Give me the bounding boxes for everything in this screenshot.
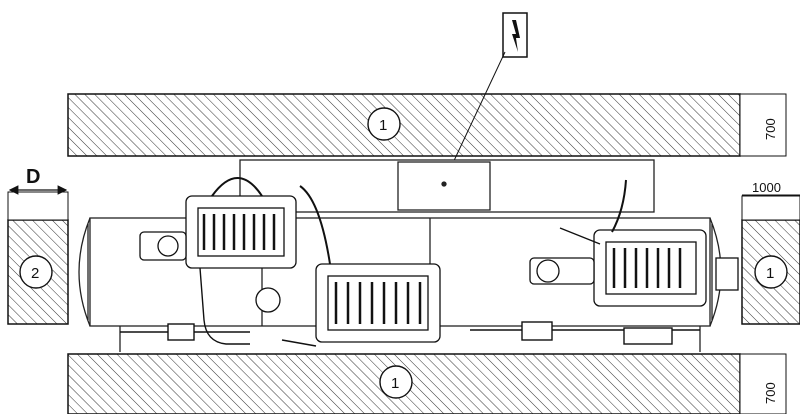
dim-1000-label: 1000 xyxy=(752,180,781,195)
callout-bottom-wall: 1 xyxy=(379,365,413,399)
compressor-middle xyxy=(255,185,441,343)
top-wall xyxy=(67,93,741,157)
callout-left-wall: 2 xyxy=(19,255,53,289)
piping xyxy=(120,227,700,347)
compressor-right xyxy=(529,179,739,307)
dim-700-top: 700 xyxy=(763,118,778,140)
dim-box-bottom xyxy=(739,353,787,415)
svg-text:1: 1 xyxy=(379,117,387,134)
dim-box-left xyxy=(7,191,69,221)
clearance-d-label: D xyxy=(26,166,40,188)
dim-700-bottom: 700 xyxy=(763,382,778,404)
svg-text:1: 1 xyxy=(766,265,774,282)
callout-right-wall: 1 xyxy=(754,255,788,289)
callout-top-wall: 1 xyxy=(367,107,401,141)
svg-text:2: 2 xyxy=(31,265,39,282)
svg-text:1: 1 xyxy=(391,375,399,392)
dim-box-top xyxy=(739,93,787,157)
lightning-bolt-icon xyxy=(502,12,528,58)
compressor-left xyxy=(139,177,297,269)
dim-box-right xyxy=(741,195,800,221)
